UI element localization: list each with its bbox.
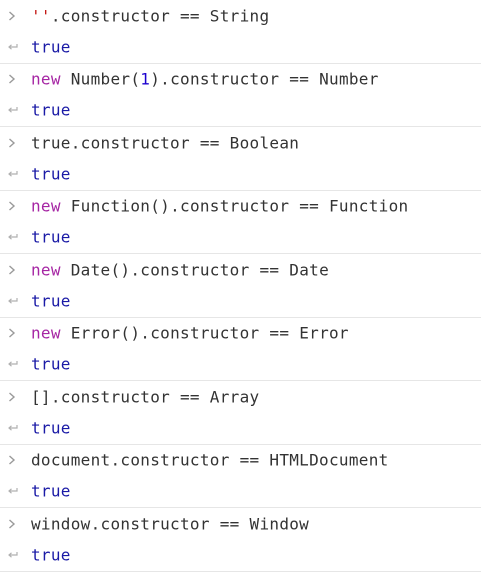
chevron-right-icon <box>6 9 18 23</box>
console-output-line: true <box>0 476 481 508</box>
console-input-code: document.constructor == HTMLDocument <box>31 451 389 470</box>
code-token: Function().constructor == Function <box>60 196 409 216</box>
chevron-right-icon <box>6 390 18 404</box>
return-arrow-icon <box>6 484 18 498</box>
console-input-line[interactable]: new Function().constructor == Function <box>0 191 481 222</box>
chevron-right-icon <box>6 517 18 531</box>
console-input-line[interactable]: window.constructor == Window <box>0 508 481 539</box>
console-output-line: true <box>0 158 481 190</box>
chevron-right-icon <box>6 263 18 277</box>
code-token: new <box>31 69 61 89</box>
console-result-value: true <box>31 100 71 120</box>
console-input-code: true.constructor == Boolean <box>31 133 299 152</box>
console-input-line[interactable]: document.constructor == HTMLDocument <box>0 445 481 476</box>
console-input-line[interactable]: new Number(1).constructor == Number <box>0 64 481 95</box>
console-entry: [].constructor == Array true <box>0 381 481 445</box>
console-result-value: true <box>31 164 71 184</box>
console-entry: new Error().constructor == Error true <box>0 318 481 381</box>
console-output-line: true <box>0 285 481 317</box>
console-input-line[interactable]: new Error().constructor == Error <box>0 318 481 349</box>
chevron-right-icon <box>6 136 18 150</box>
console-input-line[interactable]: [].constructor == Array <box>0 381 481 412</box>
console-result-value: true <box>31 291 71 311</box>
code-token: Date().constructor == Date <box>60 260 329 279</box>
code-token: Number( <box>60 69 141 89</box>
code-token: document.constructor == HTMLDocument <box>31 450 389 470</box>
console-output-line: true <box>0 539 481 571</box>
chevron-right-icon <box>6 72 18 86</box>
console-result-value: true <box>31 481 71 501</box>
code-token: new <box>31 323 61 343</box>
chevron-right-icon <box>6 199 18 213</box>
return-arrow-icon <box>6 103 18 117</box>
console-entry: new Number(1).constructor == Number true <box>0 64 481 127</box>
chevron-right-icon <box>6 453 18 467</box>
return-arrow-icon <box>6 548 18 562</box>
code-token: 1 <box>140 69 151 89</box>
console-input-code: new Function().constructor == Function <box>31 197 408 216</box>
code-token: new <box>31 196 61 216</box>
console-input-code: new Number(1).constructor == Number <box>31 70 379 89</box>
code-token: '' <box>31 6 51 25</box>
console-result-value: true <box>31 418 71 438</box>
console-output-line: true <box>0 95 481 127</box>
console-input-code: new Error().constructor == Error <box>31 324 349 343</box>
code-token: ).constructor == Number <box>150 69 379 89</box>
console-entry: window.constructor == Window true <box>0 508 481 572</box>
console-input-code: new Date().constructor == Date <box>31 260 329 279</box>
console-entry: true.constructor == Boolean true <box>0 127 481 191</box>
console-result-value: true <box>31 37 71 57</box>
console-output-line: true <box>0 31 481 63</box>
code-token: window.constructor == Window <box>31 514 310 533</box>
console-entry: document.constructor == HTMLDocument true <box>0 445 481 508</box>
chevron-right-icon <box>6 326 18 340</box>
return-arrow-icon <box>6 40 18 54</box>
console-entry: ''.constructor == String true <box>0 0 481 64</box>
return-arrow-icon <box>6 294 18 308</box>
console-input-code: [].constructor == Array <box>31 387 259 406</box>
code-token: .constructor == String <box>50 6 270 25</box>
code-token: [].constructor == Array <box>31 387 260 406</box>
console-input-line[interactable]: new Date().constructor == Date <box>0 254 481 285</box>
return-arrow-icon <box>6 167 18 181</box>
console-entry: new Function().constructor == Function tr… <box>0 191 481 254</box>
code-token: new <box>31 260 61 279</box>
return-arrow-icon <box>6 357 18 371</box>
console-result-value: true <box>31 545 71 565</box>
console-output-line: true <box>0 349 481 381</box>
console-input-line[interactable]: ''.constructor == String <box>0 0 481 31</box>
console-input-code: ''.constructor == String <box>31 6 269 25</box>
return-arrow-icon <box>6 230 18 244</box>
console-entry: new Date().constructor == Date true <box>0 254 481 318</box>
console-result-value: true <box>31 354 71 374</box>
console-input-line[interactable]: true.constructor == Boolean <box>0 127 481 158</box>
console-output-line: true <box>0 222 481 254</box>
code-token: Error().constructor == Error <box>60 323 349 343</box>
code-token: true.constructor == Boolean <box>31 133 300 152</box>
console-output-line: true <box>0 412 481 444</box>
console-input-code: window.constructor == Window <box>31 514 309 533</box>
return-arrow-icon <box>6 421 18 435</box>
console-result-value: true <box>31 227 71 247</box>
